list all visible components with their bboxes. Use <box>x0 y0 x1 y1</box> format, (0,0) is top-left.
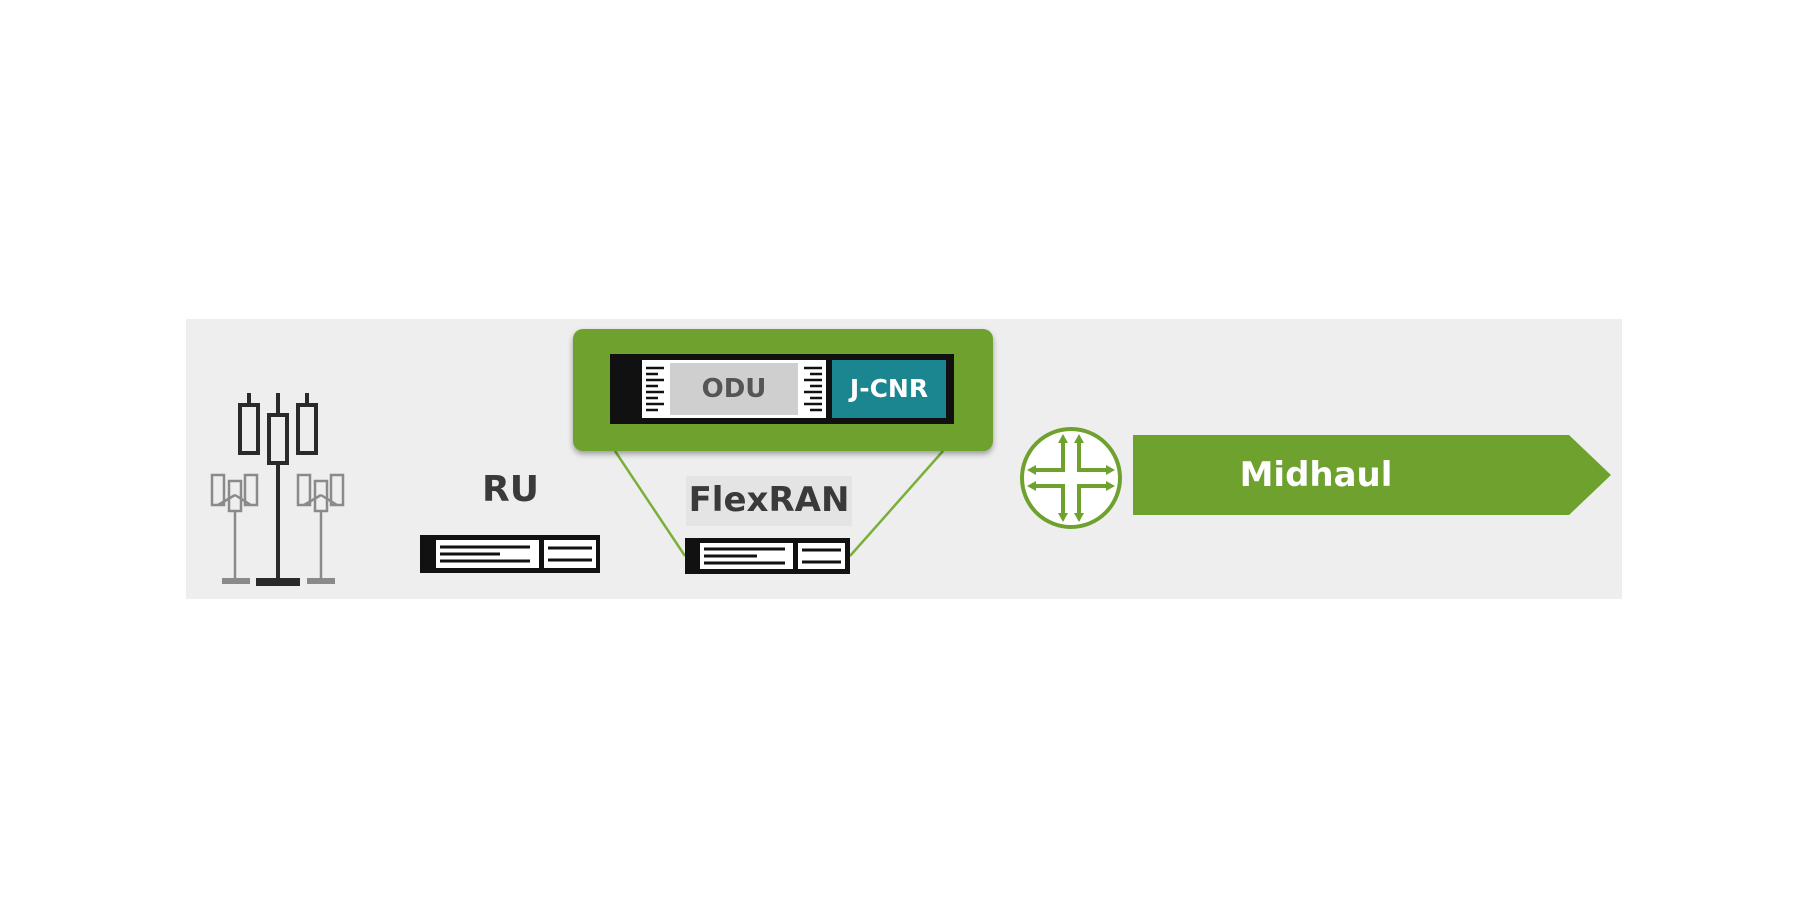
right-fins-icon <box>804 366 822 412</box>
ru-label: RU <box>482 469 539 510</box>
flexran-label: FlexRAN <box>686 476 852 526</box>
midhaul-arrow <box>1133 435 1611 515</box>
cell-tower-icon <box>210 393 345 586</box>
odu-module: ODU <box>642 360 826 418</box>
vnf-server-chassis: ODU J-CNR <box>610 354 954 424</box>
jcnr-module: J-CNR <box>832 360 946 418</box>
flexran-server-icon <box>685 538 850 574</box>
midhaul-label: Midhaul <box>1239 455 1393 495</box>
router-icon <box>1020 427 1122 529</box>
flexran-vnf-box: ODU J-CNR <box>573 329 993 451</box>
left-fins-icon <box>646 366 664 412</box>
ru-server-icon <box>420 535 600 573</box>
odu-label: ODU <box>670 363 798 415</box>
